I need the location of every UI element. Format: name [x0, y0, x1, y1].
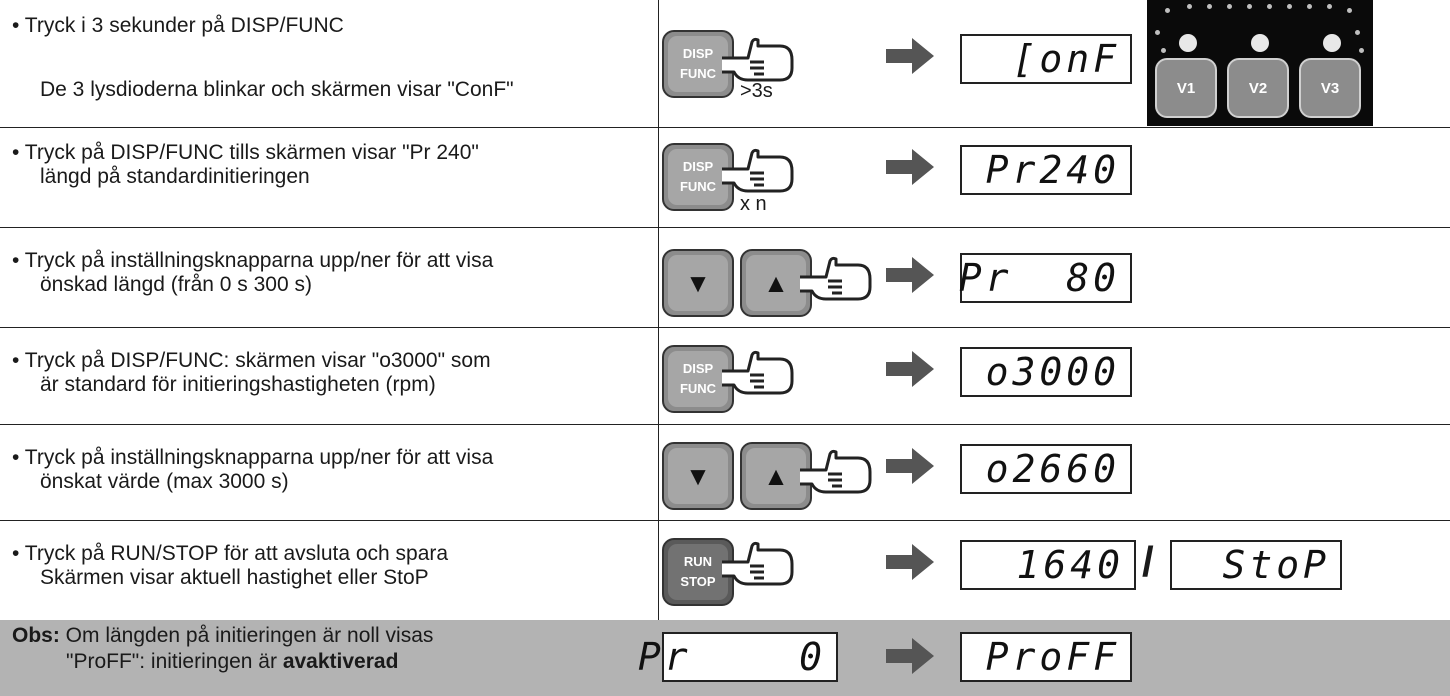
step-text-line: längd på standardinitieringen [40, 165, 310, 188]
pointing-hand-icon [722, 541, 794, 586]
step-row-1: • Tryck i 3 sekunder på DISP/FUNC De 3 l… [0, 0, 1450, 128]
lcd-display-zero: Pr 0 [638, 632, 838, 682]
step-text-line: • Tryck i 3 sekunder på DISP/FUNC [12, 14, 344, 37]
step-text-line: • Tryck på DISP/FUNC tills skärmen visar… [12, 141, 479, 164]
up-button[interactable]: ▲ [740, 442, 812, 510]
pointing-hand-icon [722, 37, 794, 82]
column-divider [658, 0, 659, 620]
hold-duration-caption: >3s [740, 80, 773, 102]
step-text-line: är standard för initieringshastigheten (… [40, 373, 436, 396]
step-text-line: • Tryck på DISP/FUNC: skärmen visar "o30… [12, 349, 491, 372]
step-text-line: De 3 lysdioderna blinkar och skärmen vis… [40, 78, 514, 101]
right-arrow-icon [886, 257, 934, 293]
led-v3-icon [1323, 34, 1341, 52]
step-text-line: • Tryck på inställningsknapparna upp/ner… [12, 446, 494, 469]
v2-button[interactable]: V2 [1227, 58, 1289, 118]
pointing-hand-icon [800, 256, 872, 301]
lcd-display: o2660 [960, 444, 1132, 494]
step-row-6: • Tryck på RUN/STOP för att avsluta och … [0, 520, 1450, 620]
lcd-display: [onF [960, 34, 1132, 84]
pointing-hand-icon [800, 449, 872, 494]
right-arrow-icon [886, 544, 934, 580]
right-arrow-icon [886, 38, 934, 74]
step-text-line: • Tryck på inställningsknapparna upp/ner… [12, 249, 494, 272]
v3-button[interactable]: V3 [1299, 58, 1361, 118]
lcd-display-stop: StoP [1170, 540, 1342, 590]
note-text-line1: Obs: Om längden på initieringen är noll … [12, 624, 434, 647]
slash-separator: / [1142, 538, 1154, 585]
step-text-line: Skärmen visar aktuell hastighet eller St… [40, 566, 429, 589]
lcd-display-speed: 1640 [960, 540, 1136, 590]
up-button[interactable]: ▲ [740, 249, 812, 317]
step-row-4: • Tryck på DISP/FUNC: skärmen visar "o30… [0, 327, 1450, 425]
pointing-hand-icon [722, 350, 794, 395]
step-row-3: • Tryck på inställningsknapparna upp/ner… [0, 227, 1450, 328]
step-text-line: önskat värde (max 3000 s) [40, 470, 289, 493]
lcd-display-proff: ProFF [960, 632, 1132, 682]
down-button[interactable]: ▼ [662, 249, 734, 317]
lcd-display: o3000 [960, 347, 1132, 397]
repeat-caption: x n [740, 193, 767, 215]
right-arrow-icon [886, 638, 934, 674]
note-row: Obs: Om längden på initieringen är noll … [0, 620, 1450, 696]
lcd-display: Pr240 [960, 145, 1132, 195]
right-arrow-icon [886, 351, 934, 387]
step-text-line: önskad längd (från 0 s 300 s) [40, 273, 312, 296]
led-v2-icon [1251, 34, 1269, 52]
right-arrow-icon [886, 149, 934, 185]
step-text-line: • Tryck på RUN/STOP för att avsluta och … [12, 542, 449, 565]
note-text-line2: "ProFF": initieringen är avaktiverad [66, 650, 399, 673]
right-arrow-icon [886, 448, 934, 484]
lcd-display: Pr 80 [959, 253, 1132, 303]
v1-button[interactable]: V1 [1155, 58, 1217, 118]
down-button[interactable]: ▼ [662, 442, 734, 510]
step-row-2: • Tryck på DISP/FUNC tills skärmen visar… [0, 127, 1450, 228]
pointing-hand-icon [722, 148, 794, 193]
led-panel: V1 V2 V3 [1147, 0, 1373, 126]
step-row-5: • Tryck på inställningsknapparna upp/ner… [0, 424, 1450, 521]
led-v1-icon [1179, 34, 1197, 52]
